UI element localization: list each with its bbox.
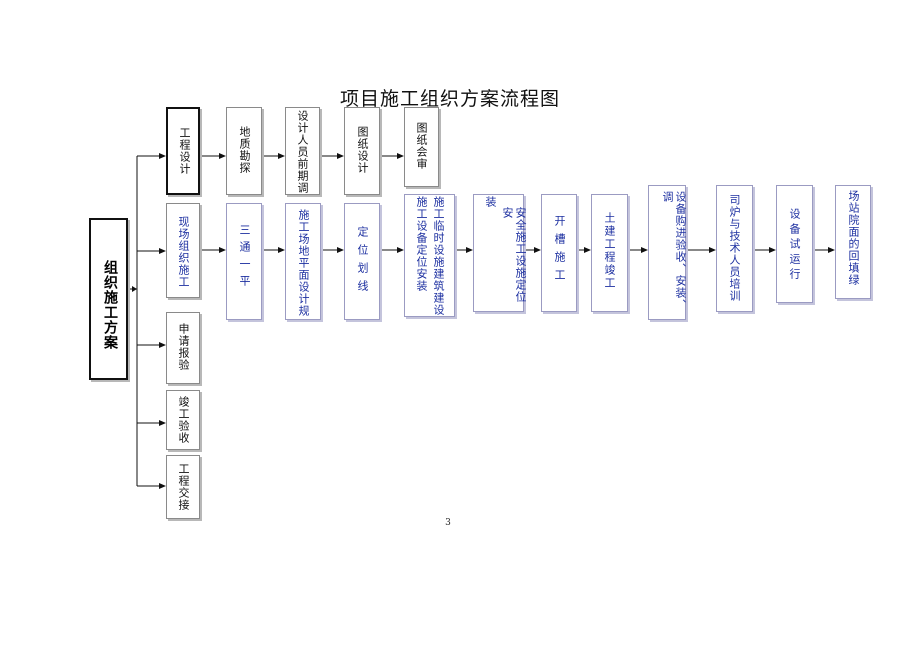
cons-step-label-col1: 安全施工设施定位安 [501, 207, 527, 303]
arrowhead-cons-2 [278, 247, 285, 253]
cons-step-label: 司炉与技术人员培训 [728, 194, 741, 302]
cons-step-safety-facilities: 安全施工设施定位安 装 [473, 194, 527, 312]
design-step-drawing-review: 图纸会审 [404, 107, 439, 187]
branch-label: 工程设计 [178, 127, 191, 175]
arrowhead-cons-7 [584, 247, 591, 253]
arrowhead-root-trunk [132, 286, 137, 292]
cons-step-label: 定位划线 [356, 226, 369, 298]
cons-step-label-col2: 装 [484, 196, 497, 208]
branch-box-engineering-design: 工程设计 [166, 107, 200, 195]
branch-box-completion-acceptance: 竣工验收 [166, 390, 200, 450]
design-step-label: 图纸设计 [356, 126, 369, 174]
cons-step-label: 施工场地平面设计规 [297, 209, 310, 317]
branch-label: 申请报验 [177, 323, 190, 371]
page-title: 项目施工组织方案流程图 [339, 88, 560, 110]
branch-box-handover: 工程交接 [166, 455, 200, 519]
cons-step-three-connections: 三通一平 [226, 203, 262, 320]
design-step-label: 地质勘探 [238, 126, 251, 174]
cons-step-label: 三通一平 [238, 224, 251, 292]
arrowhead-design-1 [219, 153, 226, 159]
arrowhead-cons-6 [534, 247, 541, 253]
cons-step-label: 场站院面的回填绿 [847, 190, 860, 286]
cons-step-backfill-greening: 场站院面的回填绿 [835, 185, 871, 299]
branch-label: 现场组织施工 [177, 216, 190, 288]
cons-step-label-col2: 施工设备定位安装 [415, 196, 428, 292]
arrowhead-branch-4 [159, 420, 166, 426]
arrowhead-cons-3 [337, 247, 344, 253]
cons-step-label: 开槽施工 [553, 215, 566, 287]
cons-step-label: 设备试运行 [788, 208, 801, 283]
cons-step-equipment-procurement: 设备购进验收、安装、调 [648, 185, 687, 320]
cons-step-site-plan: 施工场地平面设计规 [285, 203, 321, 320]
arrowhead-branch-1 [159, 153, 166, 159]
design-step-drawing-design: 图纸设计 [344, 107, 380, 195]
cons-step-label: 设备购进验收、安装、调 [661, 191, 687, 311]
arrowhead-cons-4 [397, 247, 404, 253]
root-label: 组织施工方案 [102, 260, 118, 350]
design-step-geological-survey: 地质勘探 [226, 107, 262, 195]
cons-step-staff-training: 司炉与技术人员培训 [716, 185, 753, 312]
cons-step-civil-completion: 土建工程竣工 [591, 194, 628, 312]
root-box: 组织施工方案 [89, 218, 128, 380]
arrowhead-cons-8 [641, 247, 648, 253]
branch-label: 工程交接 [177, 463, 190, 511]
arrowhead-branch-5 [159, 483, 166, 489]
arrowhead-branch-2 [159, 248, 166, 254]
page-number: 3 [445, 518, 451, 528]
arrowhead-design-4 [397, 153, 404, 159]
arrowhead-cons-5 [466, 247, 473, 253]
cons-step-label-col1: 施工临时设施建筑建设 [432, 196, 445, 316]
design-step-preliminary-coordination: 设计人员前期调 [285, 107, 320, 195]
design-step-label: 图纸会审 [415, 122, 428, 170]
arrowhead-cons-10 [769, 247, 776, 253]
cons-step-temporary-facilities: 施工临时设施建筑建设 施工设备定位安装 [404, 194, 455, 317]
cons-step-label: 土建工程竣工 [603, 212, 616, 290]
cons-step-trenching: 开槽施工 [541, 194, 577, 312]
arrowhead-design-2 [278, 153, 285, 159]
arrowhead-design-3 [337, 153, 344, 159]
branch-box-site-construction: 现场组织施工 [166, 203, 200, 298]
arrowhead-cons-11 [828, 247, 835, 253]
cons-step-trial-run: 设备试运行 [776, 185, 813, 303]
branch-box-inspection-request: 申请报验 [166, 312, 200, 384]
cons-step-positioning: 定位划线 [344, 203, 380, 320]
branch-label: 竣工验收 [177, 396, 190, 444]
arrowhead-cons-9 [709, 247, 716, 253]
design-step-label: 设计人员前期调 [296, 110, 309, 194]
arrowhead-cons-1 [219, 247, 226, 253]
arrowhead-branch-3 [159, 342, 166, 348]
